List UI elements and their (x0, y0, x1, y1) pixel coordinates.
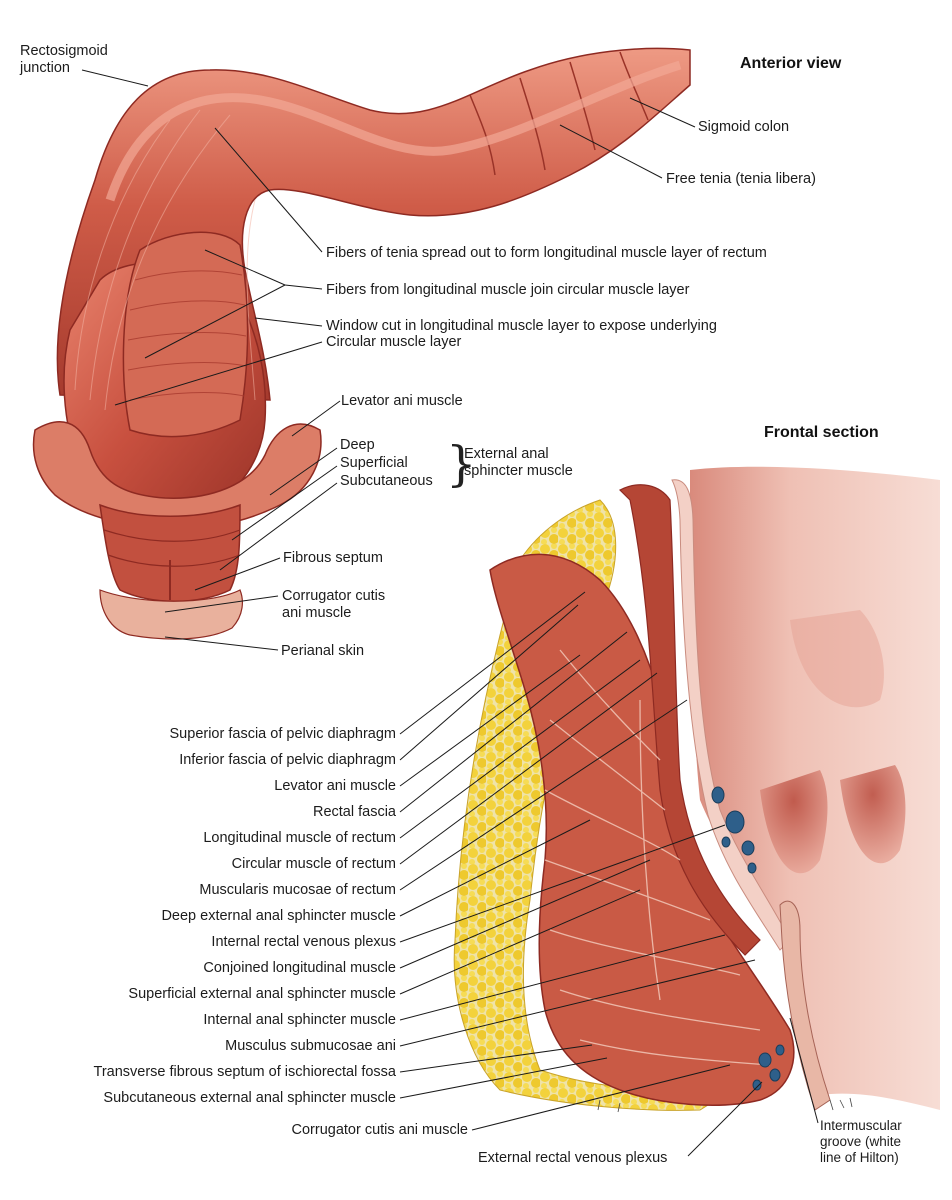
label-rectosigmoid-line2: junction (20, 60, 70, 76)
label-conjoined-longitudinal: Conjoined longitudinal muscle (203, 960, 396, 976)
label-window-cut: Window cut in longitudinal muscle layer … (326, 318, 717, 334)
label-rectosigmoid-line1: Rectosigmoid (20, 43, 108, 59)
label-circular-layer: Circular muscle layer (326, 334, 462, 350)
frontal-section-heading: Frontal section (764, 424, 879, 441)
external-sphincter-shape (99, 503, 241, 602)
internal-venous-plexus-shape (711, 786, 757, 874)
label-external-venous-plexus: External rectal venous plexus (478, 1150, 668, 1166)
label-intermuscular-line2: groove (white (820, 1134, 902, 1149)
levator-ani-shape (32, 421, 322, 530)
label-inferior-fascia: Inferior fascia of pelvic diaphragm (179, 752, 396, 768)
label-subcutaneous-external-sphincter: Subcutaneous external anal sphincter mus… (103, 1090, 396, 1106)
label-superior-fascia: Superior fascia of pelvic diaphragm (169, 726, 396, 742)
label-internal-venous-plexus: Internal rectal venous plexus (211, 934, 396, 950)
label-sigmoid-colon: Sigmoid colon (698, 119, 790, 135)
label-intermuscular-line1: Intermuscular (820, 1118, 902, 1133)
label-longitudinal-muscle: Longitudinal muscle of rectum (203, 830, 396, 846)
label-subcutaneous: Subcutaneous (340, 473, 433, 489)
leader-lines (81, 69, 819, 1157)
label-muscularis-mucosae: Muscularis mucosae of rectum (199, 882, 396, 898)
label-corrugator-line1: Corrugator cutis (282, 588, 386, 604)
label-levator-ani-frontal: Levator ani muscle (274, 778, 396, 794)
label-external-anal-line2: sphincter muscle (464, 463, 573, 479)
label-levator-ani: Levator ani muscle (341, 393, 463, 409)
label-musculus-submucosae: Musculus submucosae ani (225, 1038, 396, 1054)
label-superficial-external-sphincter: Superficial external anal sphincter musc… (128, 986, 396, 1002)
perianal-skin-shape (99, 589, 243, 640)
label-circular-muscle: Circular muscle of rectum (231, 856, 396, 872)
brace-symbol: } (446, 436, 477, 492)
frontal-section-illustration (453, 466, 940, 1113)
window-cut-shape (122, 231, 249, 438)
label-rectal-fascia: Rectal fascia (312, 804, 396, 820)
label-internal-anal-sphincter: Internal anal sphincter muscle (203, 1012, 396, 1028)
label-transverse-fibrous-septum: Transverse fibrous septum of ischiorecta… (93, 1064, 396, 1080)
label-corrugator-cutis-frontal: Corrugator cutis ani muscle (291, 1122, 469, 1138)
anterior-view-heading: Anterior view (740, 55, 842, 72)
label-intermuscular-line3: line of Hilton) (820, 1150, 899, 1165)
label-perianal-skin: Perianal skin (281, 643, 365, 659)
anterior-view-illustration (32, 47, 691, 640)
label-fibrous-septum: Fibrous septum (283, 550, 383, 566)
external-venous-plexus-shape (752, 1044, 785, 1091)
label-deep-external-sphincter: Deep external anal sphincter muscle (161, 908, 396, 924)
label-fibers-longitudinal: Fibers from longitudinal muscle join cir… (326, 282, 690, 298)
label-deep: Deep (340, 437, 375, 453)
label-external-anal-line1: External anal (464, 446, 549, 462)
label-fibers-tenia: Fibers of tenia spread out to form longi… (326, 245, 767, 261)
label-corrugator-line2: ani muscle (282, 605, 352, 621)
label-free-tenia: Free tenia (tenia libera) (666, 171, 816, 187)
label-superficial: Superficial (340, 455, 408, 471)
